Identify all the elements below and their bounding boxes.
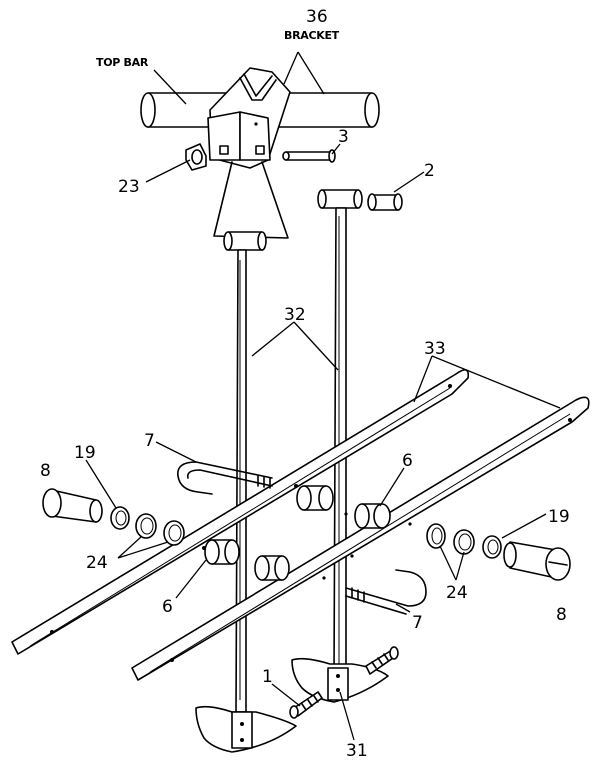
label-8-left: 8 [40, 461, 51, 481]
washer-24-left-a [135, 513, 157, 539]
u-pin-upper [177, 461, 273, 495]
washer-24-right-a [426, 523, 446, 549]
screw-1-right [365, 646, 399, 675]
label-32: 32 [284, 305, 306, 325]
spacer-lower-right [254, 555, 290, 581]
bracket [207, 67, 291, 169]
foot-right [291, 657, 389, 703]
washer-19-left [110, 506, 130, 530]
spacer-upper-left [294, 484, 334, 511]
label-36: 36 [306, 7, 328, 27]
bracket-funnel [213, 161, 289, 239]
label-6-right: 6 [402, 451, 413, 471]
cap-2 [367, 193, 403, 211]
washer-19-right [482, 535, 502, 559]
label-top-bar: TOP BAR [96, 56, 149, 69]
label-19-left: 19 [74, 443, 96, 463]
label-1: 1 [262, 667, 273, 687]
nut-23 [185, 143, 207, 171]
label-6-left: 6 [162, 597, 173, 617]
label-8-right: 8 [556, 605, 567, 625]
label-23: 23 [118, 177, 140, 197]
post-right [317, 189, 363, 677]
runner-front [131, 396, 590, 681]
washer-24-left-b [163, 520, 185, 546]
label-7-lower: 7 [412, 613, 423, 633]
spacer-lower-left [202, 539, 240, 565]
foot-left [195, 705, 297, 753]
label-24-left: 24 [86, 553, 108, 573]
bolt-3 [282, 149, 336, 163]
label-3: 3 [338, 127, 349, 147]
label-33: 33 [424, 339, 446, 359]
label-bracket: BRACKET [284, 29, 340, 42]
label-19-right: 19 [548, 507, 570, 527]
spacer-upper-right [354, 503, 391, 529]
label-2: 2 [424, 161, 435, 181]
label-7-upper: 7 [144, 431, 155, 451]
label-24-right: 24 [446, 583, 468, 603]
end-cap-left [42, 488, 103, 523]
end-cap-right [503, 541, 571, 581]
leader-lines [85, 51, 561, 741]
label-31: 31 [346, 741, 368, 761]
washer-24-right-b [453, 529, 475, 555]
screw-1-left [289, 691, 323, 719]
u-pin-lower [345, 569, 427, 615]
